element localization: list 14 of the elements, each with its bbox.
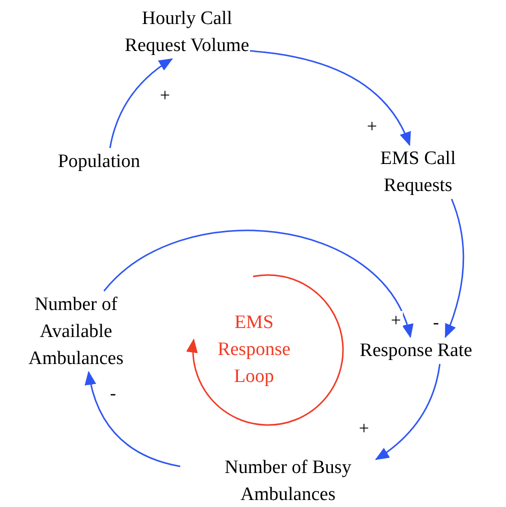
variable-label: EMS Call Requests xyxy=(348,145,488,199)
edge-label: + xyxy=(388,311,404,329)
arrow xyxy=(375,364,441,460)
variable-label: Number of Busy Ambulances xyxy=(178,454,398,507)
arrow xyxy=(85,370,180,468)
variable-label: Population xyxy=(44,148,154,175)
arrow xyxy=(250,50,410,146)
loop-label: EMS Response Loop xyxy=(216,311,292,389)
variable-label: Number of Available Ambulances xyxy=(6,291,146,372)
arrow xyxy=(103,230,412,338)
variable-label: Hourly Call Request Volume xyxy=(112,5,262,59)
arrow xyxy=(444,198,464,338)
variable-label: Response Rate xyxy=(346,337,486,364)
arrow xyxy=(109,58,173,148)
